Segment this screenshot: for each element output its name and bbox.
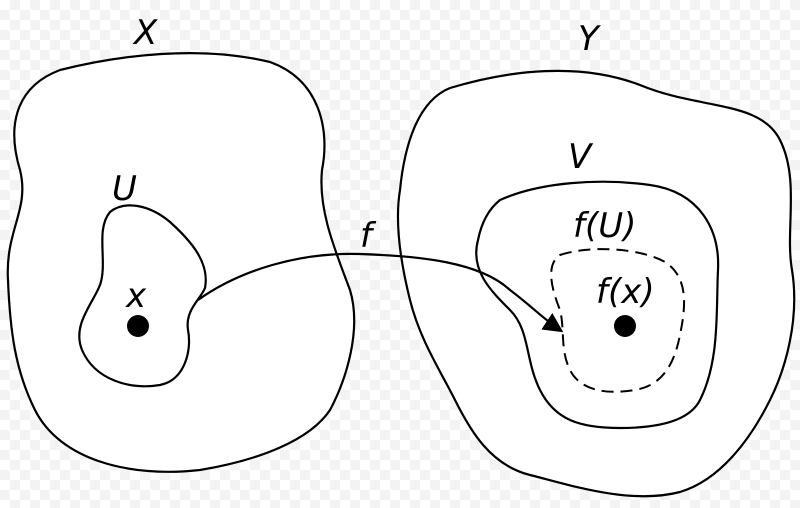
label-set-v: V xyxy=(568,137,594,177)
label-set-u: U xyxy=(112,169,137,209)
point-x-dot xyxy=(127,315,149,337)
label-image-x: f(x) xyxy=(596,272,655,312)
set-u-region xyxy=(78,204,207,388)
label-set-x: X xyxy=(132,13,158,53)
set-v-region xyxy=(475,180,720,430)
label-image-u: f(U) xyxy=(573,206,636,246)
set-y-region xyxy=(396,69,796,498)
label-point-x: x xyxy=(125,276,147,316)
image-fu-region xyxy=(550,248,686,393)
label-set-y: Y xyxy=(578,19,601,59)
label-map-f: f xyxy=(360,216,377,256)
set-x-region xyxy=(6,52,356,473)
mapping-arrow-f xyxy=(197,252,564,333)
point-fx-dot xyxy=(614,315,636,337)
